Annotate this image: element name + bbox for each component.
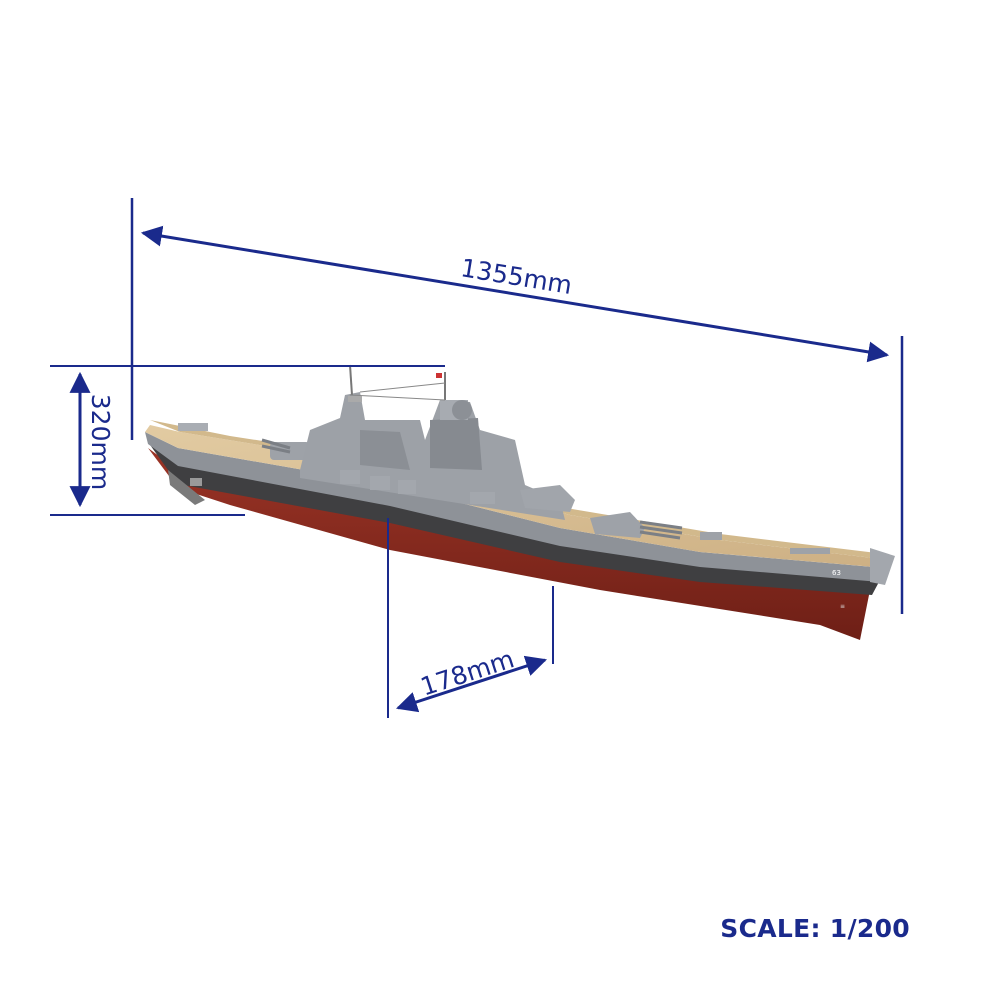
forward-turret (590, 512, 645, 538)
hull-lower (148, 448, 870, 640)
draft-marks: ≡ (840, 603, 845, 610)
forward-turret (520, 485, 575, 512)
hull-upper (145, 432, 885, 582)
length-arrow (140, 225, 890, 363)
beam-label: 178mm (417, 644, 518, 701)
hull-band (148, 442, 880, 595)
battleship-model: 63 ≡ (145, 364, 895, 640)
hull-number: 63 (832, 569, 841, 577)
height-label: 320mm (86, 394, 115, 490)
beam-arrow (396, 655, 547, 713)
scale-label: SCALE: 1/200 (720, 914, 910, 943)
